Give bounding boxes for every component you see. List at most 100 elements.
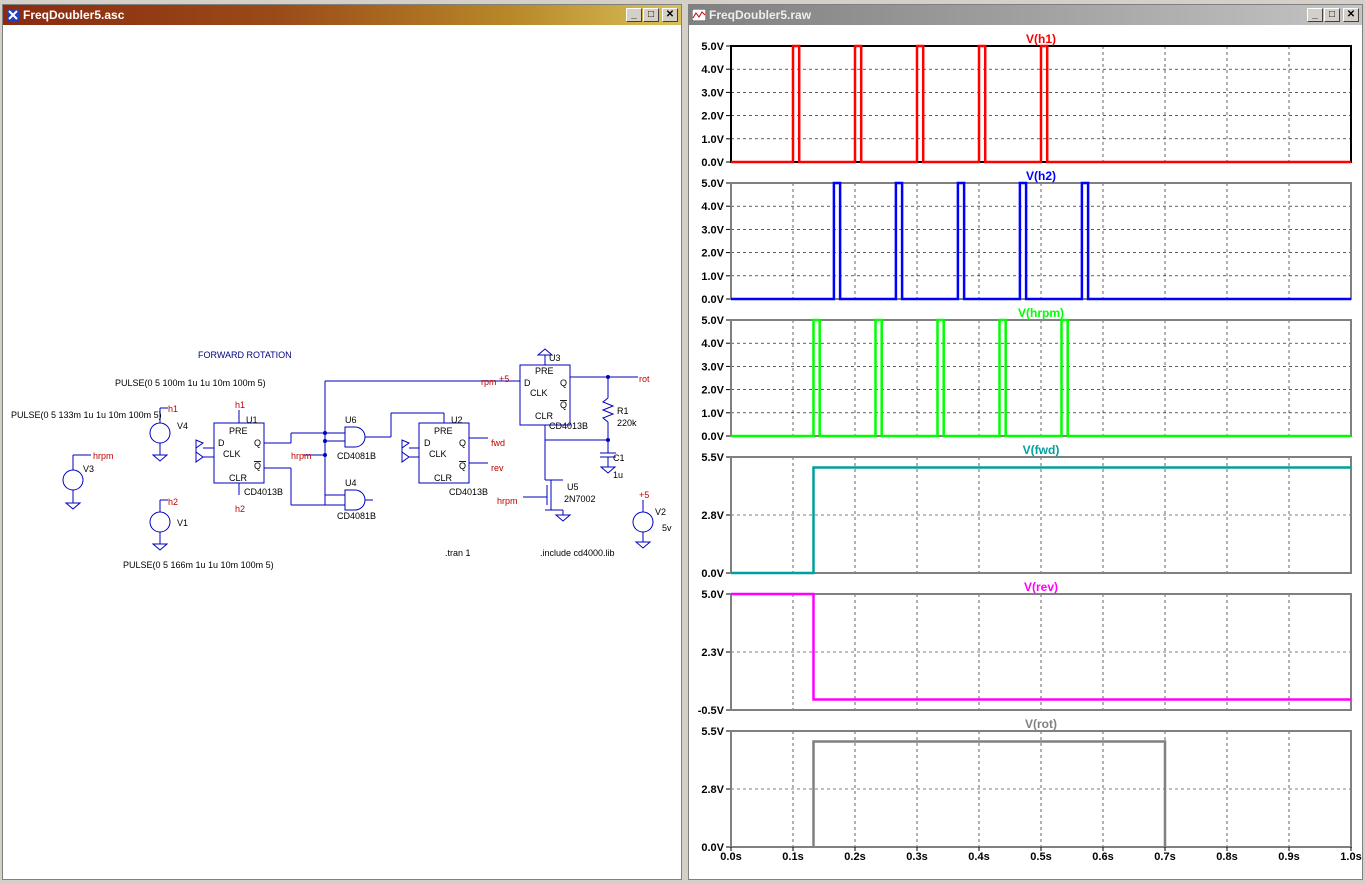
u2-clk-pin: CLK xyxy=(429,449,447,459)
net-h2-v1: h2 xyxy=(168,497,178,507)
u1-clr-pin: CLR xyxy=(229,473,248,483)
u5-part: 2N7002 xyxy=(564,494,596,504)
v3-source-symbol xyxy=(62,469,84,491)
plot-panel-5: 5.0V2.3V-0.5VV(rev) xyxy=(698,580,1352,717)
x-tick-label: 0.6s xyxy=(1092,851,1113,863)
x-tick-label: 0.1s xyxy=(782,851,803,863)
y-tick-label: 3.0V xyxy=(701,224,724,236)
y-tick-label: 5.5V xyxy=(701,452,724,464)
trace-title: V(h1) xyxy=(1026,32,1056,46)
plot-panel-4: 5.5V2.8V0.0VV(fwd) xyxy=(701,443,1352,580)
u5-label: U5 xyxy=(567,482,579,492)
net-plus5-v2: +5 xyxy=(639,490,649,500)
maximize-button[interactable]: □ xyxy=(1324,8,1340,22)
y-tick-label: 5.0V xyxy=(701,178,724,190)
u2-flipflop-box xyxy=(418,422,470,484)
x-tick-label: 0.8s xyxy=(1216,851,1237,863)
plot-frame xyxy=(730,593,1352,711)
v2-value: 5v xyxy=(662,523,672,533)
schematic-canvas[interactable]: FORWARD ROTATION PULSE(0 5 100m 1u 1u 10… xyxy=(3,25,681,879)
net-h1-v4: h1 xyxy=(168,404,178,414)
maximize-button[interactable]: □ xyxy=(643,8,659,22)
trace-line xyxy=(812,740,1167,847)
trace-line xyxy=(731,592,1351,701)
v1-source-symbol xyxy=(149,511,171,533)
schematic-app-icon xyxy=(6,8,20,22)
net-plus5-u3: +5 xyxy=(499,374,509,384)
r1-resistor xyxy=(601,397,615,423)
u4-part: CD4081B xyxy=(337,511,376,521)
y-tick-label: 2.0V xyxy=(701,111,724,123)
close-button[interactable]: ✕ xyxy=(1343,8,1359,22)
u6-part: CD4081B xyxy=(337,451,376,461)
x-tick-label: 0.3s xyxy=(906,851,927,863)
v4-source-symbol xyxy=(149,422,171,444)
y-tick-label: 4.0V xyxy=(701,338,724,350)
u4-and-gate xyxy=(344,489,366,511)
v2-label: V2 xyxy=(655,507,666,517)
u3-d-pin: D xyxy=(524,378,531,388)
schematic-drawing[interactable]: FORWARD ROTATION PULSE(0 5 100m 1u 1u 10… xyxy=(3,25,681,879)
v1-label: V1 xyxy=(177,518,188,528)
minimize-button[interactable]: _ xyxy=(1307,8,1323,22)
x-tick-label: 1.0s xyxy=(1340,851,1361,863)
y-tick-label: 0.0V xyxy=(701,294,724,306)
tran-directive: .tran 1 xyxy=(445,548,471,558)
waveform-titlebar[interactable]: FreqDoubler5.raw _ □ ✕ xyxy=(689,5,1362,25)
waveform-plots[interactable]: 5.0V4.0V3.0V2.0V1.0V0.0VV(h1)5.0V4.0V3.0… xyxy=(689,25,1362,879)
u2-label: U2 xyxy=(451,415,463,425)
r1-value: 220k xyxy=(617,418,637,428)
y-tick-label: 0.0V xyxy=(701,842,724,854)
trace-title: V(fwd) xyxy=(1023,443,1060,457)
x-tick-label: 0.7s xyxy=(1154,851,1175,863)
x-tick-label: 0.4s xyxy=(968,851,989,863)
pulse-v4-text: PULSE(0 5 100m 1u 1u 10m 100m 5) xyxy=(115,378,266,388)
y-tick-label: 5.0V xyxy=(701,315,724,327)
trace-title: V(rot) xyxy=(1025,717,1057,731)
y-tick-label: 0.0V xyxy=(701,157,724,169)
schematic-window[interactable]: FreqDoubler5.asc _ □ ✕ xyxy=(2,4,682,880)
y-tick-label: 1.0V xyxy=(701,408,724,420)
trace-line xyxy=(731,466,1351,575)
trace-title: V(hrpm) xyxy=(1018,306,1064,320)
include-directive: .include cd4000.lib xyxy=(540,548,615,558)
pulse-v1-text: PULSE(0 5 166m 1u 1u 10m 100m 5) xyxy=(123,560,274,570)
net-rev: rev xyxy=(491,463,504,473)
y-tick-label: 5.5V xyxy=(701,726,724,738)
plot-panel-1: 5.0V4.0V3.0V2.0V1.0V0.0VV(h1) xyxy=(701,32,1352,169)
y-tick-label: -0.5V xyxy=(698,705,725,717)
y-tick-label: 1.0V xyxy=(701,134,724,146)
y-tick-label: 0.0V xyxy=(701,568,724,580)
c1-label: C1 xyxy=(613,453,625,463)
u3-clk-pin: CLK xyxy=(530,388,548,398)
pulse-v4b-text: PULSE(0 5 133m 1u 1u 10m 100m 5) xyxy=(11,410,162,420)
plot-frame xyxy=(730,456,1352,574)
waveform-app-icon xyxy=(692,8,706,22)
schematic-titlebar[interactable]: FreqDoubler5.asc _ □ ✕ xyxy=(3,5,681,25)
y-tick-label: 2.8V xyxy=(701,784,724,796)
u1-pre-pin: PRE xyxy=(229,426,248,436)
u3-pre-pin: PRE xyxy=(535,366,554,376)
trace-title: V(h2) xyxy=(1026,169,1056,183)
net-h2-u1: h2 xyxy=(235,504,245,514)
u2-d-pin: D xyxy=(424,438,431,448)
y-tick-label: 2.3V xyxy=(701,647,724,659)
u3-qbar-pin: Q xyxy=(560,400,567,410)
waveform-window[interactable]: FreqDoubler5.raw _ □ ✕ 5.0V 4.0V 3.0V 2.0V 1… xyxy=(688,4,1363,880)
u2-q-pin: Q xyxy=(459,438,466,448)
trace-line xyxy=(731,318,1351,438)
net-fwd: fwd xyxy=(491,438,505,448)
net-hrpm-u5: hrpm xyxy=(497,496,518,506)
trace-line xyxy=(731,44,1351,164)
u4-label: U4 xyxy=(345,478,357,488)
v2-source-symbol xyxy=(632,511,654,533)
net-rpm: rpm xyxy=(481,377,497,387)
u2-pre-pin: PRE xyxy=(434,426,453,436)
u1-label: U1 xyxy=(246,415,258,425)
close-button[interactable]: ✕ xyxy=(662,8,678,22)
y-tick-label: 3.0V xyxy=(701,87,724,99)
minimize-button[interactable]: _ xyxy=(626,8,642,22)
u2-part: CD4013B xyxy=(449,487,488,497)
trace-title: V(rev) xyxy=(1024,580,1058,594)
